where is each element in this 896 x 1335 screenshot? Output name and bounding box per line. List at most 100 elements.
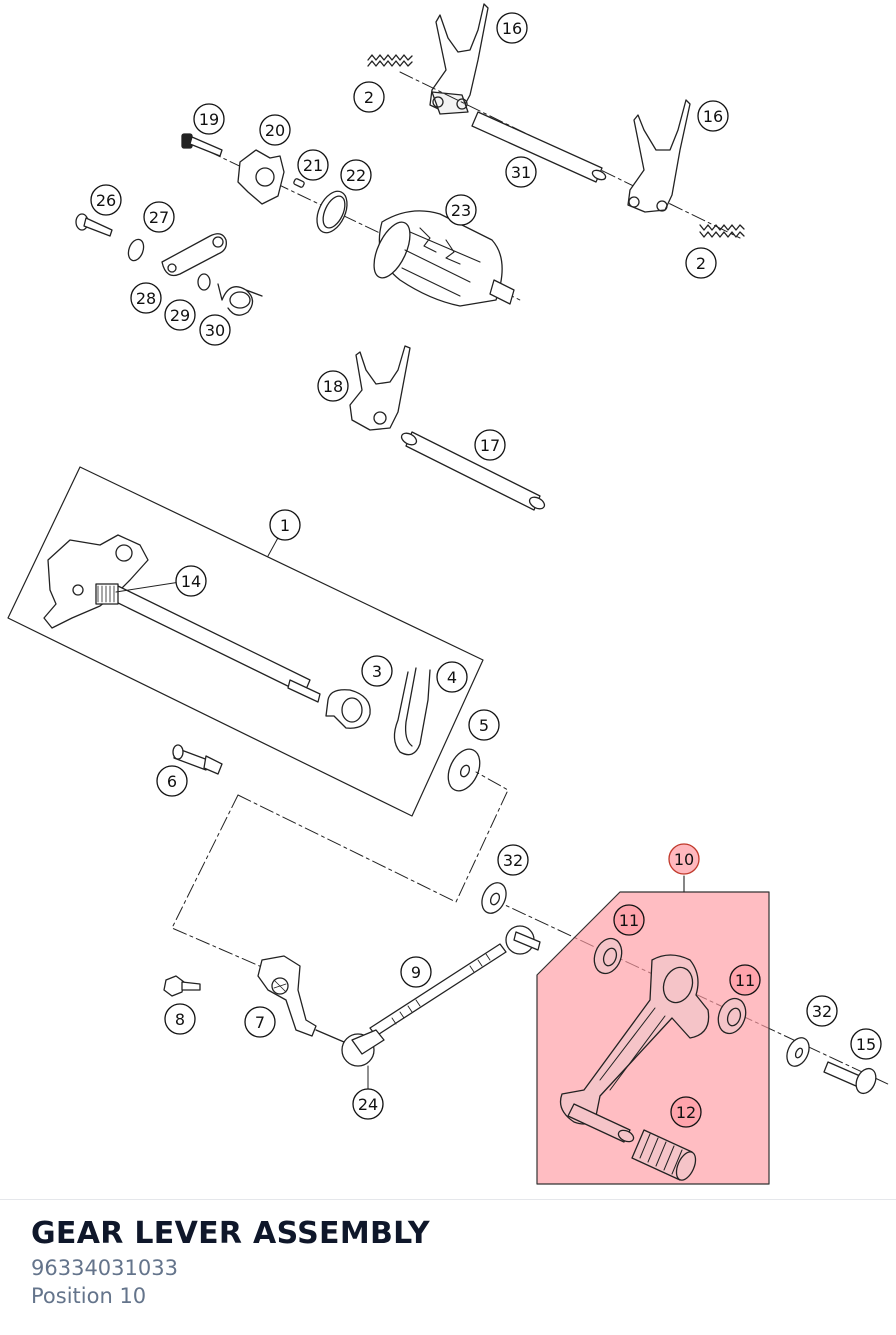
callout-label: 27 (149, 208, 169, 227)
callout-7[interactable]: 7 (244, 1006, 276, 1038)
callout-label: 5 (479, 716, 489, 735)
callout-16[interactable]: 16 (496, 12, 528, 44)
bearing-ring-22 (316, 190, 348, 234)
callout-12[interactable]: 12 (670, 1096, 702, 1128)
callout-18[interactable]: 18 (317, 370, 349, 402)
callout-4[interactable]: 4 (436, 661, 468, 693)
callout-29[interactable]: 29 (164, 299, 196, 331)
callout-30[interactable]: 30 (199, 314, 231, 346)
shaft-17 (400, 431, 546, 511)
washer-27 (127, 238, 145, 262)
callout-label: 17 (480, 436, 500, 455)
callout-8[interactable]: 8 (164, 1003, 196, 1035)
callout-label: 3 (372, 662, 382, 681)
callout-15[interactable]: 15 (850, 1028, 882, 1060)
callout-label: 11 (619, 911, 639, 930)
clamp-lever-7 (257, 955, 317, 1037)
callout-label: 2 (364, 88, 374, 107)
callout-32[interactable]: 32 (806, 995, 838, 1027)
callout-14[interactable]: 14 (175, 565, 207, 597)
bearing-11-left (593, 937, 623, 975)
callout-16[interactable]: 16 (697, 100, 729, 132)
callout-label: 11 (735, 971, 755, 990)
part-info: GEAR LEVER ASSEMBLY 96334031033 Position… (31, 1214, 430, 1310)
callout-label: 20 (265, 121, 285, 140)
callout-9[interactable]: 9 (400, 956, 432, 988)
part-position: Position 10 (31, 1284, 147, 1308)
callout-label: 31 (511, 163, 531, 182)
star-wheel-20 (237, 149, 285, 205)
callout-label: 12 (676, 1103, 696, 1122)
spring-clip-4 (393, 667, 431, 756)
washer-29 (197, 273, 211, 291)
gear-segment-14 (95, 583, 119, 605)
callout-label: 32 (503, 851, 523, 870)
gear-lever-arm (559, 954, 710, 1143)
bolt-26 (75, 213, 113, 237)
callout-2[interactable]: 2 (353, 81, 385, 113)
callout-label: 19 (199, 110, 219, 129)
callout-20[interactable]: 20 (259, 114, 291, 146)
callout-21[interactable]: 21 (297, 149, 329, 181)
callout-31[interactable]: 31 (505, 156, 537, 188)
callout-label: 29 (170, 306, 190, 325)
bearing-11-right (717, 997, 747, 1035)
callout-10[interactable]: 10 (668, 843, 700, 875)
callout-label: 10 (674, 850, 694, 869)
shift-drum-23 (373, 210, 515, 307)
part-title: GEAR LEVER ASSEMBLY (31, 1216, 430, 1251)
callout-label: 32 (812, 1002, 832, 1021)
callout-26[interactable]: 26 (90, 184, 122, 216)
shift-fork-shaft-31 (471, 111, 607, 183)
callout-2[interactable]: 2 (685, 247, 717, 279)
bolt-19 (181, 133, 223, 157)
callout-label: 23 (451, 201, 471, 220)
callout-23[interactable]: 23 (445, 194, 477, 226)
callout-11[interactable]: 11 (729, 964, 761, 996)
callout-label: 8 (175, 1010, 185, 1029)
footpeg-rubber-12 (631, 1129, 697, 1181)
callout-label: 16 (502, 19, 522, 38)
callout-label: 18 (323, 377, 343, 396)
callout-label: 26 (96, 191, 116, 210)
pin-21 (293, 178, 305, 188)
callout-label: 30 (205, 321, 225, 340)
washer-32-upper (481, 882, 507, 914)
callout-label: 9 (411, 963, 421, 982)
callout-11[interactable]: 11 (613, 904, 645, 936)
lever-28 (161, 233, 227, 277)
callout-label: 28 (136, 289, 156, 308)
spring-2-lower (699, 224, 745, 238)
callout-label: 24 (358, 1095, 378, 1114)
callout-6[interactable]: 6 (156, 765, 188, 797)
spring-2-upper (367, 54, 413, 67)
callout-label: 4 (447, 668, 457, 687)
washer-32-lower (786, 1037, 810, 1067)
callout-label: 2 (696, 254, 706, 273)
callout-19[interactable]: 19 (193, 103, 225, 135)
callout-24[interactable]: 24 (352, 1088, 384, 1120)
callout-label: 1 (280, 516, 290, 535)
callout-label: 16 (703, 107, 723, 126)
callout-1[interactable]: 1 (269, 509, 301, 541)
shift-fork-16-lower (627, 99, 691, 213)
callout-label: 6 (167, 772, 177, 791)
section-divider (0, 1199, 896, 1200)
callout-17[interactable]: 17 (474, 429, 506, 461)
callout-label: 21 (303, 156, 323, 175)
bolt-15 (823, 1061, 877, 1095)
callout-3[interactable]: 3 (361, 655, 393, 687)
washer-5 (447, 748, 481, 792)
callout-label: 15 (856, 1035, 876, 1054)
stud-6 (172, 744, 223, 775)
callout-27[interactable]: 27 (143, 201, 175, 233)
callout-32[interactable]: 32 (497, 844, 529, 876)
part-number: 96334031033 (31, 1256, 178, 1280)
collar-3 (325, 689, 371, 729)
callout-5[interactable]: 5 (468, 709, 500, 741)
shift-shaft-1 (43, 534, 321, 703)
callout-label: 7 (255, 1013, 265, 1032)
callout-22[interactable]: 22 (340, 159, 372, 191)
callout-28[interactable]: 28 (130, 282, 162, 314)
